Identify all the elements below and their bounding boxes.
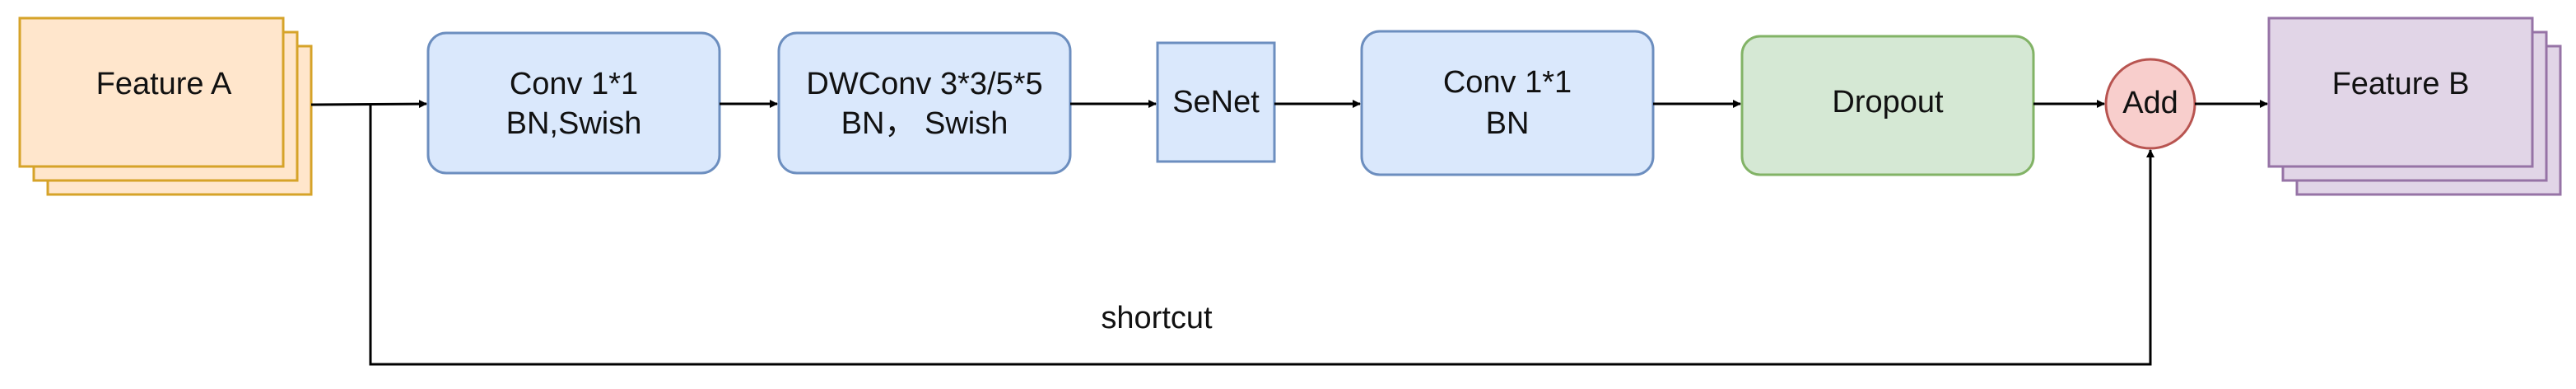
dwconv-label-line2: BN， Swish [841,106,1009,141]
feature-b-label: Feature B [2332,67,2470,101]
conv2-node: Conv 1*1 BN [1360,30,1655,176]
edge-feature-a-to-conv1 [310,100,427,109]
add-node: Add [2104,58,2196,150]
feature-a-label: Feature A [96,67,232,101]
senet-label: SeNet [1172,85,1260,120]
shortcut-label: shortcut [1101,301,1213,335]
conv1-label-line1: Conv 1*1 [510,67,638,101]
add-label: Add [2122,86,2178,120]
edge-shortcut [369,105,2154,366]
senet-node: SeNet [1156,41,1276,163]
dwconv-label-line1: DWConv 3*3/5*5 [806,67,1042,101]
conv1-label-line2: BN,Swish [506,106,642,141]
dwconv-node: DWConv 3*3/5*5 BN， Swish [777,31,1072,175]
conv2-label-line2: BN [1486,106,1530,141]
edges: shortcut [310,100,2268,366]
feature-a-node: Feature A [18,16,313,196]
conv2-label-line1: Conv 1*1 [1443,65,1572,100]
conv1-node: Conv 1*1 BN,Swish [426,31,721,175]
dropout-node: Dropout [1740,35,2035,176]
feature-b-node: Feature B [2267,16,2562,196]
dropout-label: Dropout [1832,85,1944,120]
